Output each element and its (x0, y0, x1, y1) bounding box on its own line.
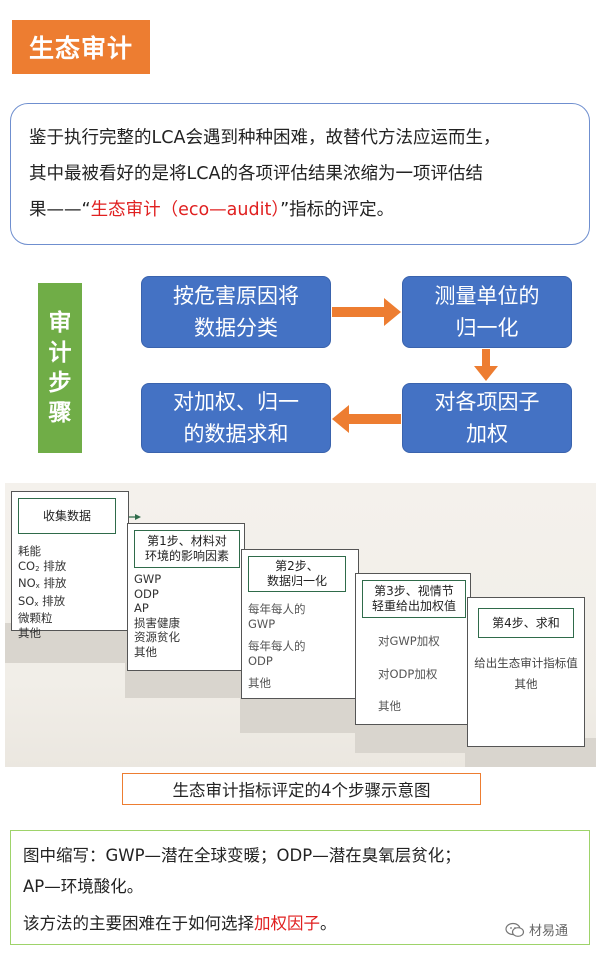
flow-step-normalize-line2: 归一化 (455, 316, 519, 340)
card4-item: 对ODP加权 (378, 666, 438, 681)
card1-item: CO2 排放 (18, 558, 67, 573)
card-step1-factors: 第1步、材料对环境的影响因素 GWP ODP AP 损害健康 资源贫化 其他 (127, 523, 245, 671)
steps-label-char: 审 (48, 310, 72, 336)
flow-step-sum-line1: 对加权、归一 (173, 390, 299, 414)
card5-item: 给出生态审计指标值 (474, 656, 578, 670)
card2-item: 损害健康 (134, 615, 180, 630)
flow-step-normalize: 测量单位的归一化 (402, 276, 572, 348)
flow-step-weight-line2: 加权 (466, 422, 508, 446)
audit-steps-figure: 收集数据 耗能 CO2 排放 NOx 排放 SOx 排放 微颗粒 其他 第1步、… (5, 483, 596, 767)
watermark: 材易通 (505, 920, 568, 939)
card1-item: 耗能 (18, 544, 41, 558)
figure-caption: 生态审计指标评定的4个步骤示意图 (122, 773, 481, 805)
intro-line-3-pre: 果——“ (29, 200, 91, 220)
intro-line-3: 果——“生态审计（eco—audit）”指标的评定。 (29, 192, 571, 228)
note-line-3-pre: 该方法的主要困难在于如何选择 (23, 914, 254, 933)
flow-step-normalize-line1: 测量单位的 (434, 284, 540, 308)
note-line-3-post: 。 (320, 914, 337, 933)
card3-item: ODP (248, 653, 273, 668)
card5-item: 其他 (514, 676, 538, 691)
card-collect-data-head: 收集数据 (18, 498, 116, 534)
note-line-2: AP—环境酸化。 (23, 877, 144, 896)
note-line-3: 该方法的主要困难在于如何选择加权因子。 (23, 908, 577, 939)
card3-item: 每年每人的 (248, 602, 306, 616)
arrow-left-icon (332, 405, 401, 433)
card-step3-weight: 第3步、视情节轻重给出加权值 对GWP加权 对ODP加权 其他 (355, 573, 471, 725)
card3-item: 每年每人的 (248, 639, 306, 653)
card-step2-normalize: 第2步、数据归一化 每年每人的 GWP 每年每人的 ODP 其他 (241, 549, 359, 699)
steps-label-char: 骤 (48, 400, 72, 426)
flow-step-classify-line2: 数据分类 (194, 316, 278, 340)
flow-step-weight: 对各项因子加权 (402, 383, 572, 453)
watermark-text: 材易通 (529, 924, 569, 939)
steps-label-char: 步 (48, 370, 72, 396)
intro-line-3-post: ”指标的评定。 (280, 200, 395, 220)
card1-item: 其他 (18, 625, 41, 640)
arrow-right-icon (332, 298, 401, 326)
card2-item: ODP (134, 586, 159, 601)
card2-item: 其他 (134, 644, 157, 659)
arrow-down-icon (474, 349, 498, 381)
note-line-1: 图中缩写：GWP—潜在全球变暖；ODP—潜在臭氧层贫化； (23, 846, 461, 865)
card-step3-head: 第3步、视情节轻重给出加权值 (362, 580, 466, 618)
card4-item: 其他 (378, 699, 401, 713)
flow-step-weight-line1: 对各项因子 (434, 390, 540, 414)
card1-item: NOx 排放 (18, 576, 67, 590)
flow-step-sum-line2: 的数据求和 (183, 422, 289, 446)
card-step2-head: 第2步、数据归一化 (248, 556, 346, 592)
flow-arrows (332, 298, 498, 433)
weight-factor-highlight: 加权因子 (254, 914, 320, 933)
wechat-icon (505, 922, 525, 937)
flow-step-sum: 对加权、归一的数据求和 (141, 383, 331, 453)
card1-item: SOx 排放 (18, 593, 66, 608)
intro-line-1: 鉴于执行完整的LCA会遇到种种困难，故替代方法应运而生， (29, 128, 501, 148)
card3-item: 其他 (248, 676, 271, 690)
card2-item: AP (134, 601, 149, 615)
card2-item: GWP (134, 572, 162, 586)
card1-item: 微颗粒 (18, 611, 53, 625)
card2-item: 资源贫化 (134, 630, 180, 644)
card-step4-head: 第4步、求和 (478, 608, 574, 638)
steps-label-char: 计 (48, 340, 72, 366)
card-step1-head: 第1步、材料对环境的影响因素 (134, 530, 240, 568)
flow-step-classify: 按危害原因将数据分类 (141, 276, 331, 348)
card-collect-data: 收集数据 耗能 CO2 排放 NOx 排放 SOx 排放 微颗粒 其他 (11, 491, 129, 640)
intro-line-2: 其中最被看好的是将LCA的各项评估结果浓缩为一项评估结 (29, 164, 483, 184)
card4-item: 对GWP加权 (378, 634, 440, 648)
card3-item: GWP (248, 616, 276, 631)
flow-step-classify-line1: 按危害原因将 (173, 284, 299, 308)
intro-box: 鉴于执行完整的LCA会遇到种种困难，故替代方法应运而生， 其中最被看好的是将LC… (10, 103, 590, 245)
card-step4-sum: 第4步、求和 给出生态审计指标值 其他 (467, 597, 585, 747)
audit-steps-label: 审 计 步 骤 (38, 283, 82, 453)
eco-audit-highlight: 生态审计（eco—audit） (90, 200, 281, 220)
note-box: 图中缩写：GWP—潜在全球变暖；ODP—潜在臭氧层贫化； AP—环境酸化。 该方… (10, 830, 590, 945)
page-title: 生态审计 (12, 20, 150, 74)
